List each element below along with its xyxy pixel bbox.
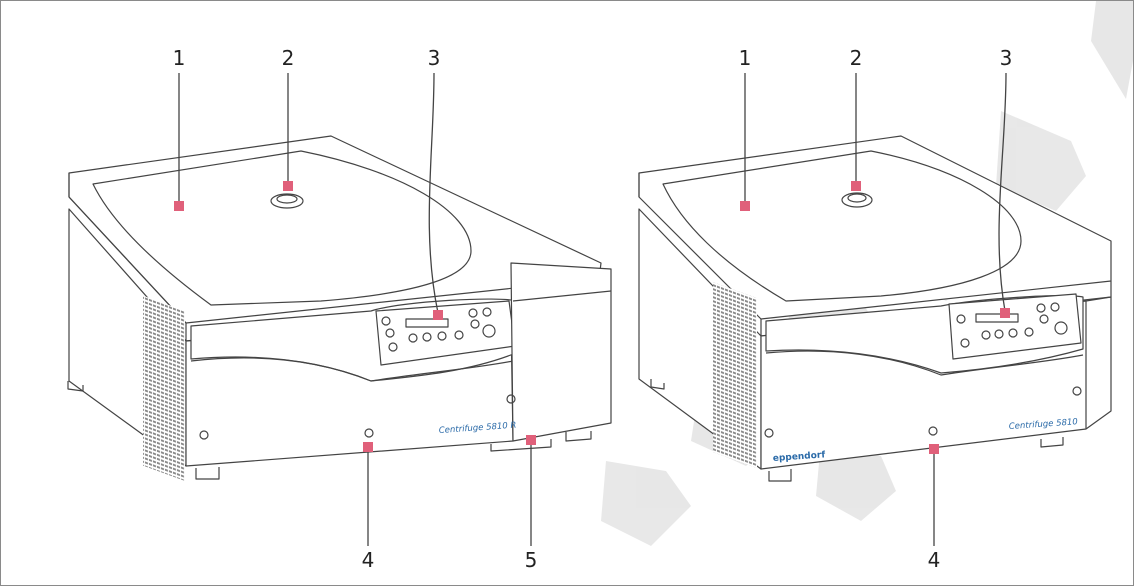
centrifuge-left	[67, 135, 612, 481]
callout-marker	[740, 201, 750, 211]
callout-left-4: 4	[362, 442, 375, 572]
callout-right-3: 3	[998, 46, 1013, 318]
callout-marker	[433, 310, 443, 320]
brand-logo-right: eppendorf	[773, 450, 826, 464]
callout-right-2: 2	[850, 46, 863, 191]
callout-number: 1	[739, 46, 752, 70]
callout-left-2: 2	[282, 46, 295, 191]
callout-number: 3	[428, 46, 441, 70]
callout-number: 3	[1000, 46, 1013, 70]
callout-number: 4	[928, 548, 941, 572]
callout-left-5: 5	[525, 435, 538, 572]
callout-marker	[363, 442, 373, 452]
model-label-right: Centrifuge 5810	[1009, 417, 1079, 432]
callout-marker	[1000, 308, 1010, 318]
callout-number: 2	[282, 46, 295, 70]
callout-right-1: 1	[739, 46, 752, 211]
callout-marker	[851, 181, 861, 191]
callout-marker	[283, 181, 293, 191]
callout-right-4: 4	[928, 444, 941, 572]
callout-left-1: 1	[173, 46, 186, 211]
callout-marker	[526, 435, 536, 445]
callout-number: 2	[850, 46, 863, 70]
callout-left-3: 3	[428, 46, 443, 320]
callout-number: 5	[525, 548, 538, 572]
callout-number: 1	[173, 46, 186, 70]
callouts-left: 1 2 3 4 5	[173, 46, 538, 572]
callouts-right: 1 2 3 4	[739, 46, 1013, 572]
callout-marker	[174, 201, 184, 211]
callout-marker	[929, 444, 939, 454]
callout-number: 4	[362, 548, 375, 572]
